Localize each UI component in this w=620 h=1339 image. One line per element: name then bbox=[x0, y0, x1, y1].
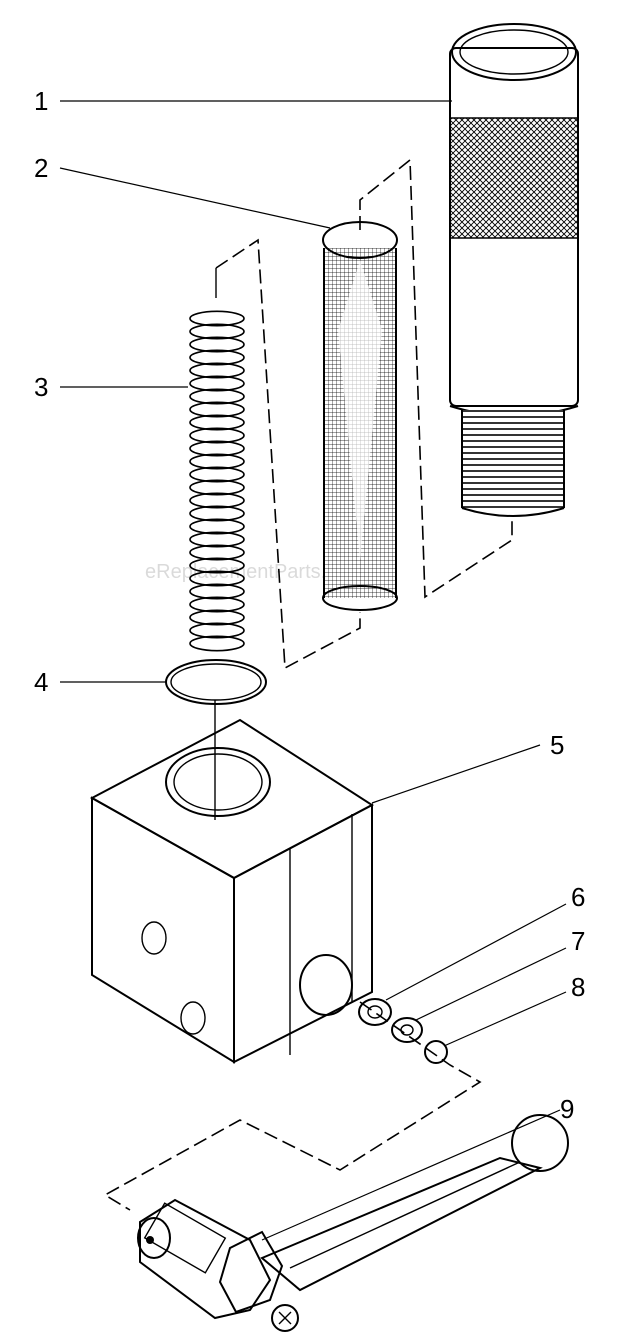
spring-coil bbox=[189, 453, 245, 470]
spring-coil bbox=[189, 492, 245, 509]
spring-coil bbox=[189, 336, 245, 353]
spring-coil bbox=[189, 596, 245, 613]
spring-coil bbox=[189, 414, 245, 431]
spring-coil bbox=[189, 622, 245, 639]
assembly-lines bbox=[103, 158, 513, 1211]
spring-coil bbox=[189, 362, 245, 379]
spring-coil bbox=[189, 635, 245, 652]
part-3-spring bbox=[189, 310, 245, 652]
part-2-filter-element bbox=[322, 221, 398, 611]
part-5-manifold-block bbox=[89, 700, 374, 1064]
spring-coil bbox=[189, 401, 245, 418]
spring-coil bbox=[189, 440, 245, 457]
spring-coil bbox=[189, 388, 245, 405]
callout-6: 6 bbox=[571, 882, 585, 912]
part-6-washer bbox=[358, 998, 392, 1026]
callout-8: 8 bbox=[571, 972, 585, 1002]
spring-coil bbox=[189, 479, 245, 496]
spring-coil bbox=[189, 531, 245, 548]
spring-coil bbox=[189, 505, 245, 522]
spring-coil bbox=[189, 570, 245, 587]
part-4-o-ring bbox=[165, 659, 267, 705]
spring-coil bbox=[189, 557, 245, 574]
callout-7: 7 bbox=[571, 926, 585, 956]
callout-2: 2 bbox=[34, 153, 48, 183]
part-8-ball bbox=[424, 1040, 448, 1064]
part-9-valve-handle bbox=[137, 1114, 569, 1332]
part-7-washer bbox=[391, 1017, 423, 1043]
spring-coil bbox=[189, 427, 245, 444]
spring-coil bbox=[189, 609, 245, 626]
spring-coil bbox=[189, 518, 245, 535]
callout-5: 5 bbox=[550, 730, 564, 760]
spring-coil bbox=[189, 349, 245, 366]
part-1-filter-bowl bbox=[449, 23, 579, 517]
spring-coil bbox=[189, 583, 245, 600]
leader-lines bbox=[59, 100, 567, 1241]
callout-1: 1 bbox=[34, 86, 48, 116]
callout-3: 3 bbox=[34, 372, 48, 402]
callout-4: 4 bbox=[34, 667, 48, 697]
spring-coil bbox=[189, 466, 245, 483]
spring-coil bbox=[189, 323, 245, 340]
watermark: eReplacementParts.com bbox=[145, 561, 364, 583]
spring-coil bbox=[189, 544, 245, 561]
callout-9: 9 bbox=[560, 1094, 574, 1124]
spring-coil bbox=[189, 375, 245, 392]
spring-coil bbox=[189, 310, 245, 327]
